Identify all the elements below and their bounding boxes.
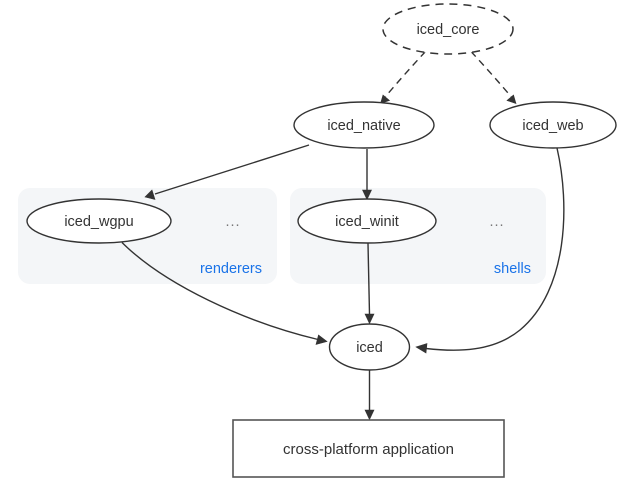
- edge-iced-wgpu-to-iced: [121, 242, 328, 345]
- node-iced-winit-shape: [297, 198, 437, 244]
- arrow-head-icon: [364, 409, 375, 421]
- node-iced-winit-label: iced_winit: [335, 214, 399, 230]
- edge-iced-web-to-iced: [415, 147, 565, 354]
- node-iced-wgpu-shape: [26, 198, 172, 244]
- node-cross-platform-application[interactable]: cross-platform application: [232, 419, 505, 478]
- arrow-head-icon: [315, 334, 328, 345]
- edge-iced-core-to-iced-native: [380, 51, 427, 104]
- node-iced-wgpu[interactable]: iced_wgpu: [26, 198, 172, 244]
- cluster-renderers-ellipsis: ...: [225, 214, 240, 230]
- arrow-head-icon: [364, 313, 375, 325]
- node-iced-winit[interactable]: iced_winit: [297, 198, 437, 244]
- node-iced-shape: [328, 323, 411, 371]
- node-iced-wgpu-label: iced_wgpu: [64, 214, 133, 230]
- node-iced-core[interactable]: iced_core: [382, 3, 514, 55]
- edge-iced-winit-to-iced: [364, 243, 375, 325]
- cluster-shells-label: shells: [494, 261, 531, 277]
- arrow-head-icon: [415, 343, 428, 354]
- node-iced-web-label: iced_web: [522, 118, 583, 134]
- node-iced-web-shape: [489, 101, 617, 149]
- edge-iced-core-to-iced-web: [470, 51, 517, 104]
- cluster-shells-ellipsis: ...: [489, 214, 504, 230]
- edge-iced-native-to-iced-winit: [362, 149, 372, 201]
- cluster-renderers-label: renderers: [200, 261, 262, 277]
- node-iced-native-label: iced_native: [327, 118, 400, 134]
- arrow-head-icon: [144, 189, 156, 200]
- node-iced-native[interactable]: iced_native: [293, 101, 435, 149]
- edge-iced-to-application: [364, 370, 375, 421]
- node-application-shape: [232, 419, 505, 478]
- node-iced-core-shape: [382, 3, 514, 55]
- node-iced-native-shape: [293, 101, 435, 149]
- node-iced-core-label: iced_core: [417, 22, 480, 38]
- arrow-head-icon: [506, 94, 517, 104]
- node-iced[interactable]: iced: [328, 323, 411, 371]
- arrow-head-icon: [362, 189, 372, 201]
- node-iced-label: iced: [356, 340, 383, 356]
- arrow-head-icon: [380, 94, 391, 104]
- node-application-label: cross-platform application: [283, 441, 454, 458]
- edge-iced-native-to-iced-wgpu: [144, 144, 310, 200]
- node-iced-web[interactable]: iced_web: [489, 101, 617, 149]
